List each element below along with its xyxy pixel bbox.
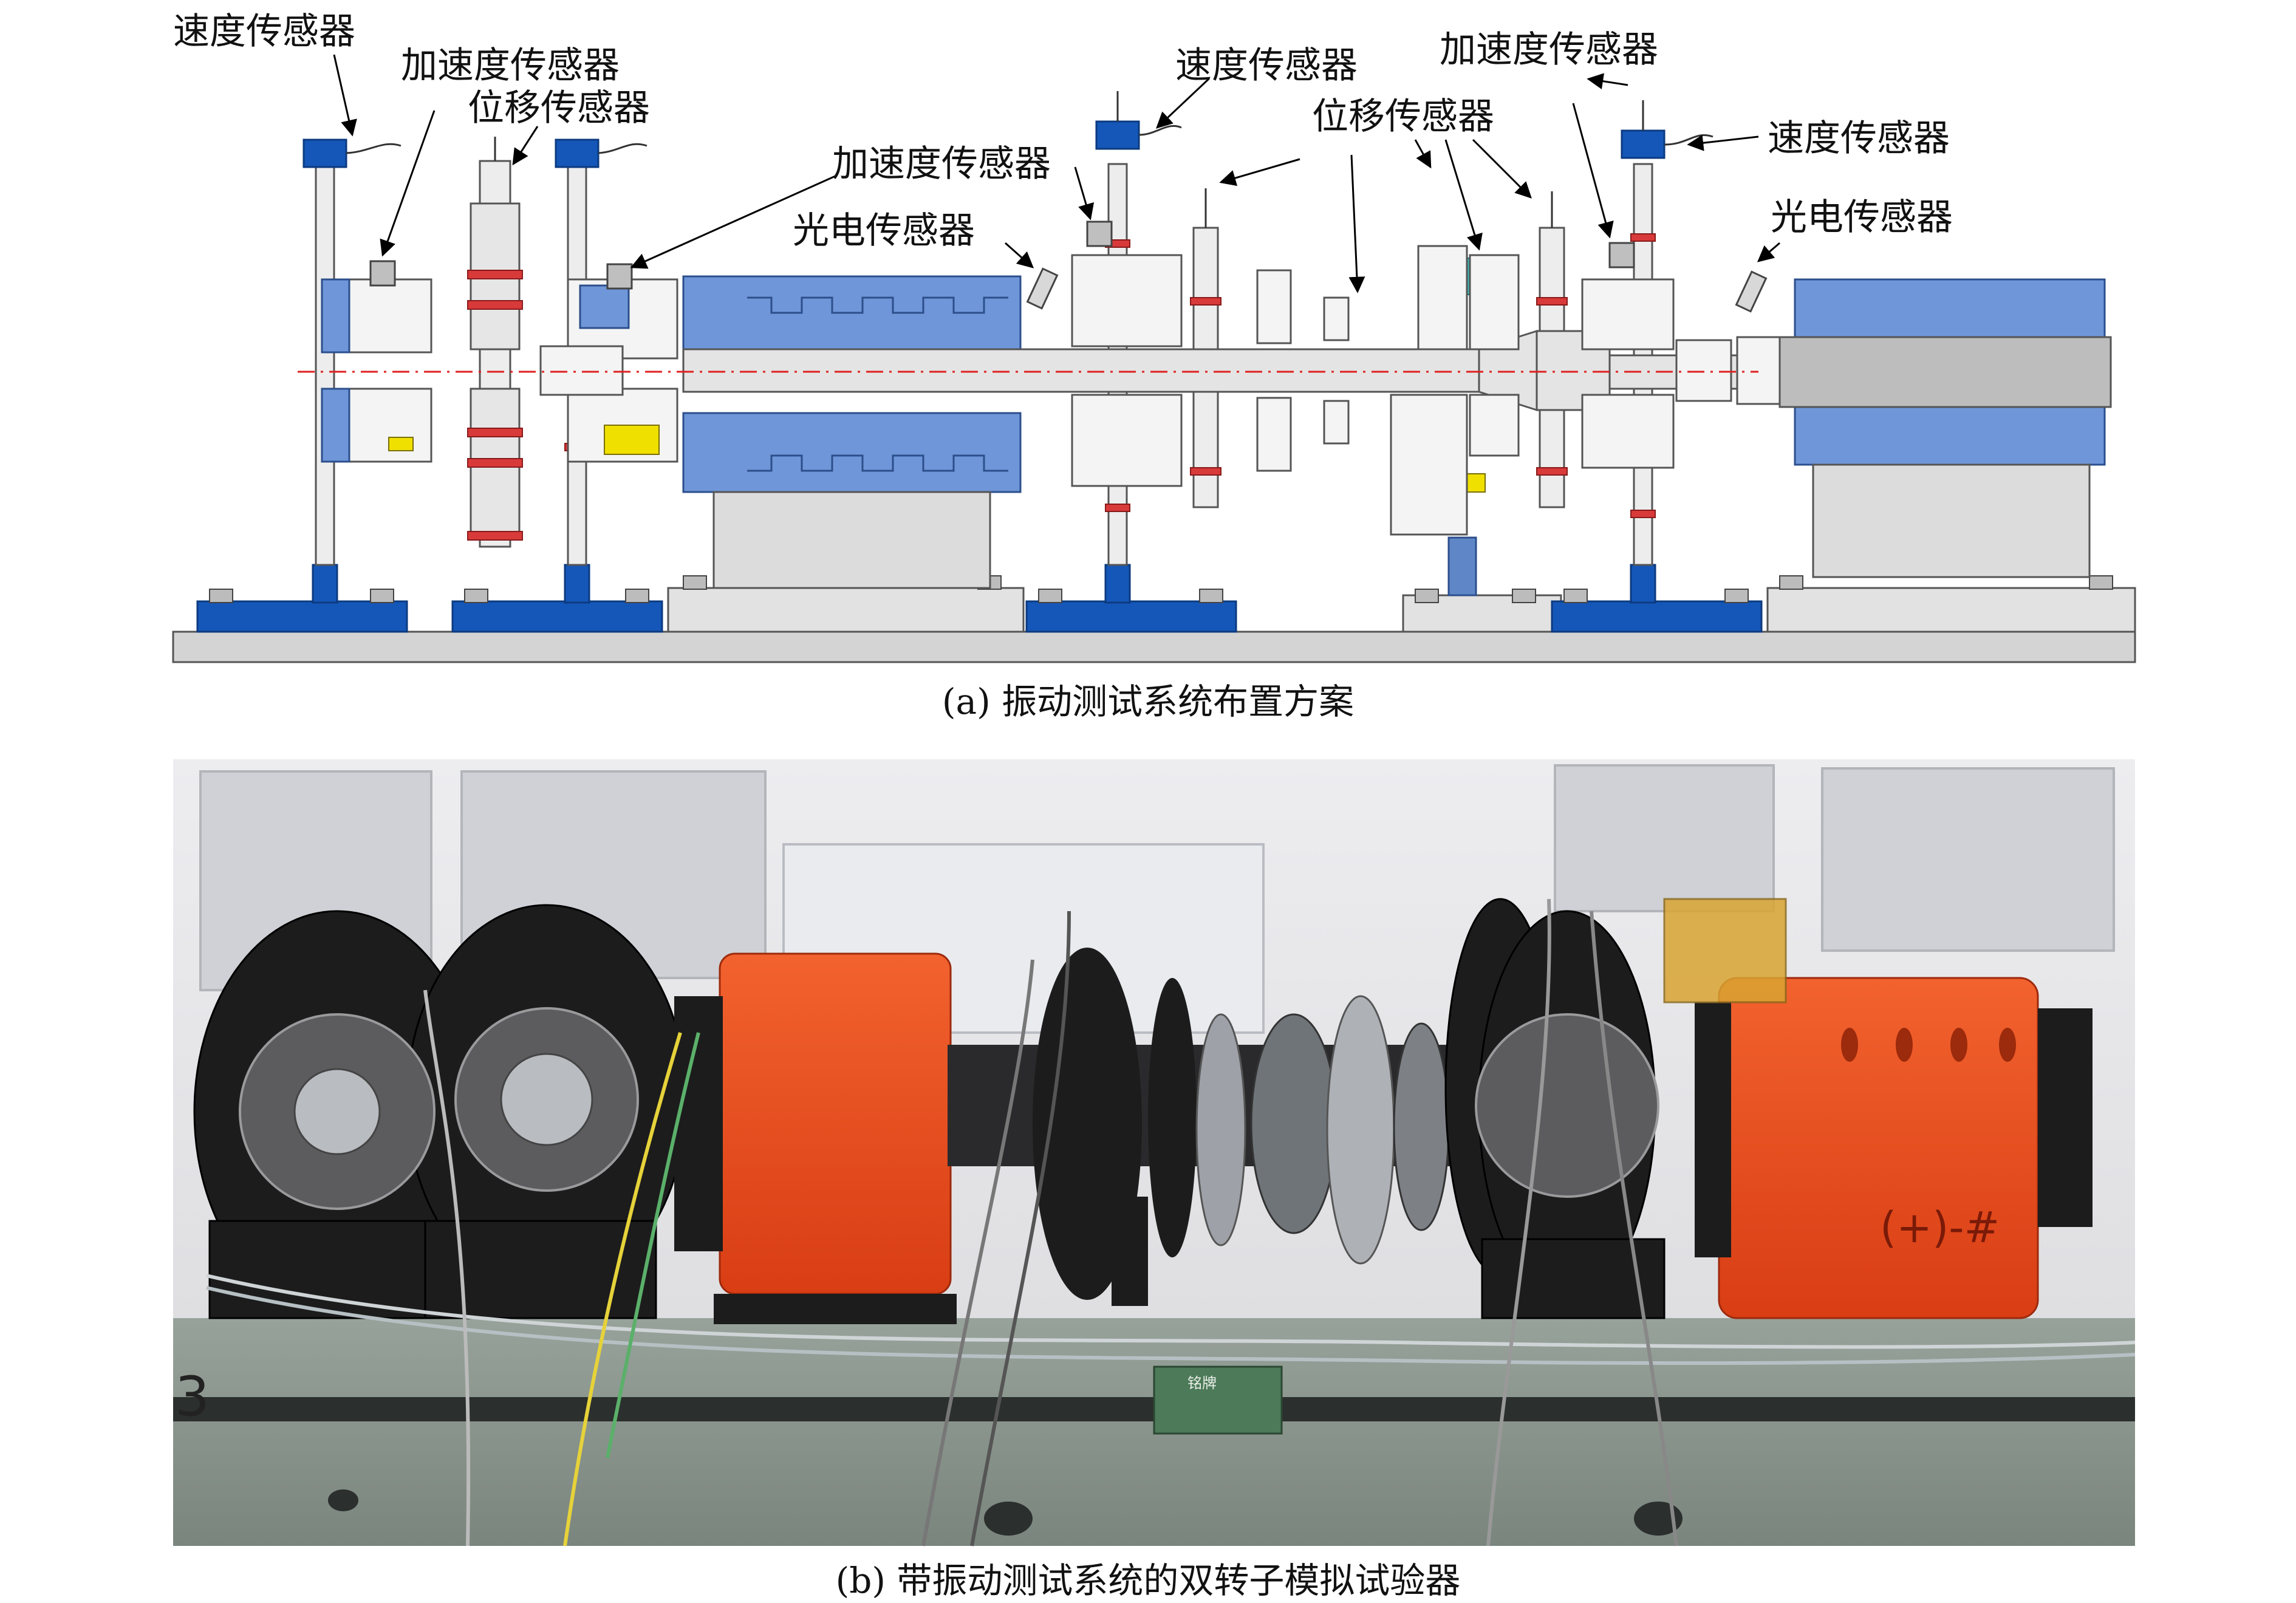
label-displacement-mid: 位移传感器 <box>1312 95 1494 138</box>
label-photoelectric-left: 光电传感器 <box>793 210 975 252</box>
label-accelerometer-mid: 加速度传感器 <box>832 143 1051 185</box>
base-rail <box>172 631 2136 663</box>
left-motor <box>682 275 1022 589</box>
bench-left-mark: 3 <box>175 1365 210 1429</box>
oil-reservoir <box>1663 898 1787 1003</box>
pedestal-feet <box>196 600 1763 633</box>
label-accelerometer-right: 加速度传感器 <box>1440 29 1658 71</box>
pedestal-columns <box>312 564 1656 604</box>
left-orange-motor <box>674 952 957 1324</box>
central-rotor-assembly <box>948 948 1494 1306</box>
label-velocity-mid: 速度传感器 <box>1175 44 1358 87</box>
test-system-layout-schematic: 速度传感器 加速度传感器 位移传感器 加速度传感器 光电传感器 速度传感器 位移… <box>172 10 2136 663</box>
label-accelerometer-left: 加速度传感器 <box>401 44 620 87</box>
right-motor <box>1736 278 2112 578</box>
left-coupling <box>539 345 624 396</box>
sensor-wiring <box>206 898 2136 1547</box>
base-pads <box>667 587 2136 633</box>
accelerometer-pods <box>369 220 1635 290</box>
label-photoelectric-right: 光电传感器 <box>1771 196 1953 239</box>
test-rig-photograph: 3 铭牌 <box>173 759 2136 1547</box>
right-orange-motor: (+)-# <box>1695 977 2093 1319</box>
motor-handwritten-mark: (+)-# <box>1880 1203 2000 1253</box>
right-housing-bore <box>1475 1013 1659 1198</box>
bench-nameplate <box>1153 1365 1283 1435</box>
label-displacement-left: 位移传感器 <box>468 87 650 129</box>
photoelectric-sensors <box>1026 267 1768 313</box>
sensor-labels: 速度传感器 加速度传感器 位移传感器 加速度传感器 光电传感器 速度传感器 位移… <box>173 10 1953 252</box>
caption-a: (a) 振动测试系统布置方案 <box>941 681 1355 722</box>
display-stand <box>1447 536 1477 596</box>
caption-b: (b) 带振动测试系统的双转子模拟试验器 <box>835 1560 1461 1601</box>
nameplate-title: 铭牌 <box>1187 1375 1217 1392</box>
left-housing-hubs <box>293 1053 593 1155</box>
middle-bearing-assembly <box>1071 245 1732 536</box>
label-velocity-left: 速度传感器 <box>173 10 355 53</box>
leader-arrows <box>333 54 1780 293</box>
label-velocity-right: 速度传感器 <box>1768 117 1950 160</box>
sensor-cables <box>346 91 1713 228</box>
